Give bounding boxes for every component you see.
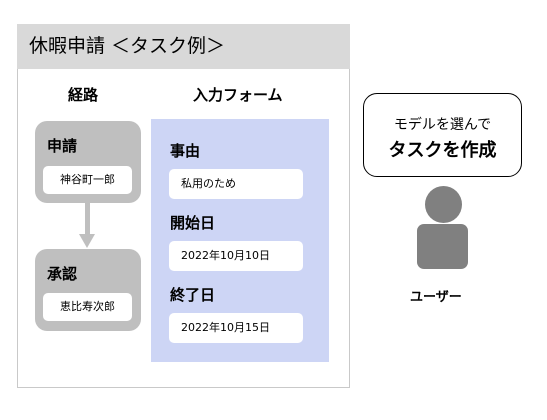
step-title: 承認 (47, 265, 78, 283)
route-step-approve: 承認 恵比寿次郎 (35, 249, 141, 331)
form-heading: 入力フォーム (193, 86, 283, 104)
callout-line-1: モデルを選んで (393, 117, 492, 133)
route-heading: 経路 (68, 86, 99, 104)
field-label-start-date: 開始日 (170, 214, 216, 232)
field-input-start-date[interactable]: 2022年10月10日 (169, 241, 303, 271)
route-step-apply: 申請 神谷町一郎 (35, 121, 141, 203)
step-person: 神谷町一郎 (43, 166, 132, 194)
window-title: 休暇申請 ＜タスク例＞ (17, 24, 350, 69)
user-body-icon (417, 224, 468, 269)
callout-line-2: タスクを作成 (388, 140, 497, 161)
field-label-reason: 事由 (170, 142, 201, 160)
create-task-callout: モデルを選んで タスクを作成 (363, 93, 522, 177)
user-head-icon (425, 186, 462, 223)
user-label: ユーザー (410, 290, 462, 305)
step-title: 申請 (47, 137, 78, 155)
field-input-end-date[interactable]: 2022年10月15日 (169, 313, 303, 343)
flow-arrow-head-icon (79, 234, 95, 248)
field-input-reason[interactable]: 私用のため (169, 169, 303, 199)
step-person: 恵比寿次郎 (43, 293, 132, 321)
field-label-end-date: 終了日 (170, 286, 216, 304)
flow-arrow-shaft (85, 203, 90, 235)
